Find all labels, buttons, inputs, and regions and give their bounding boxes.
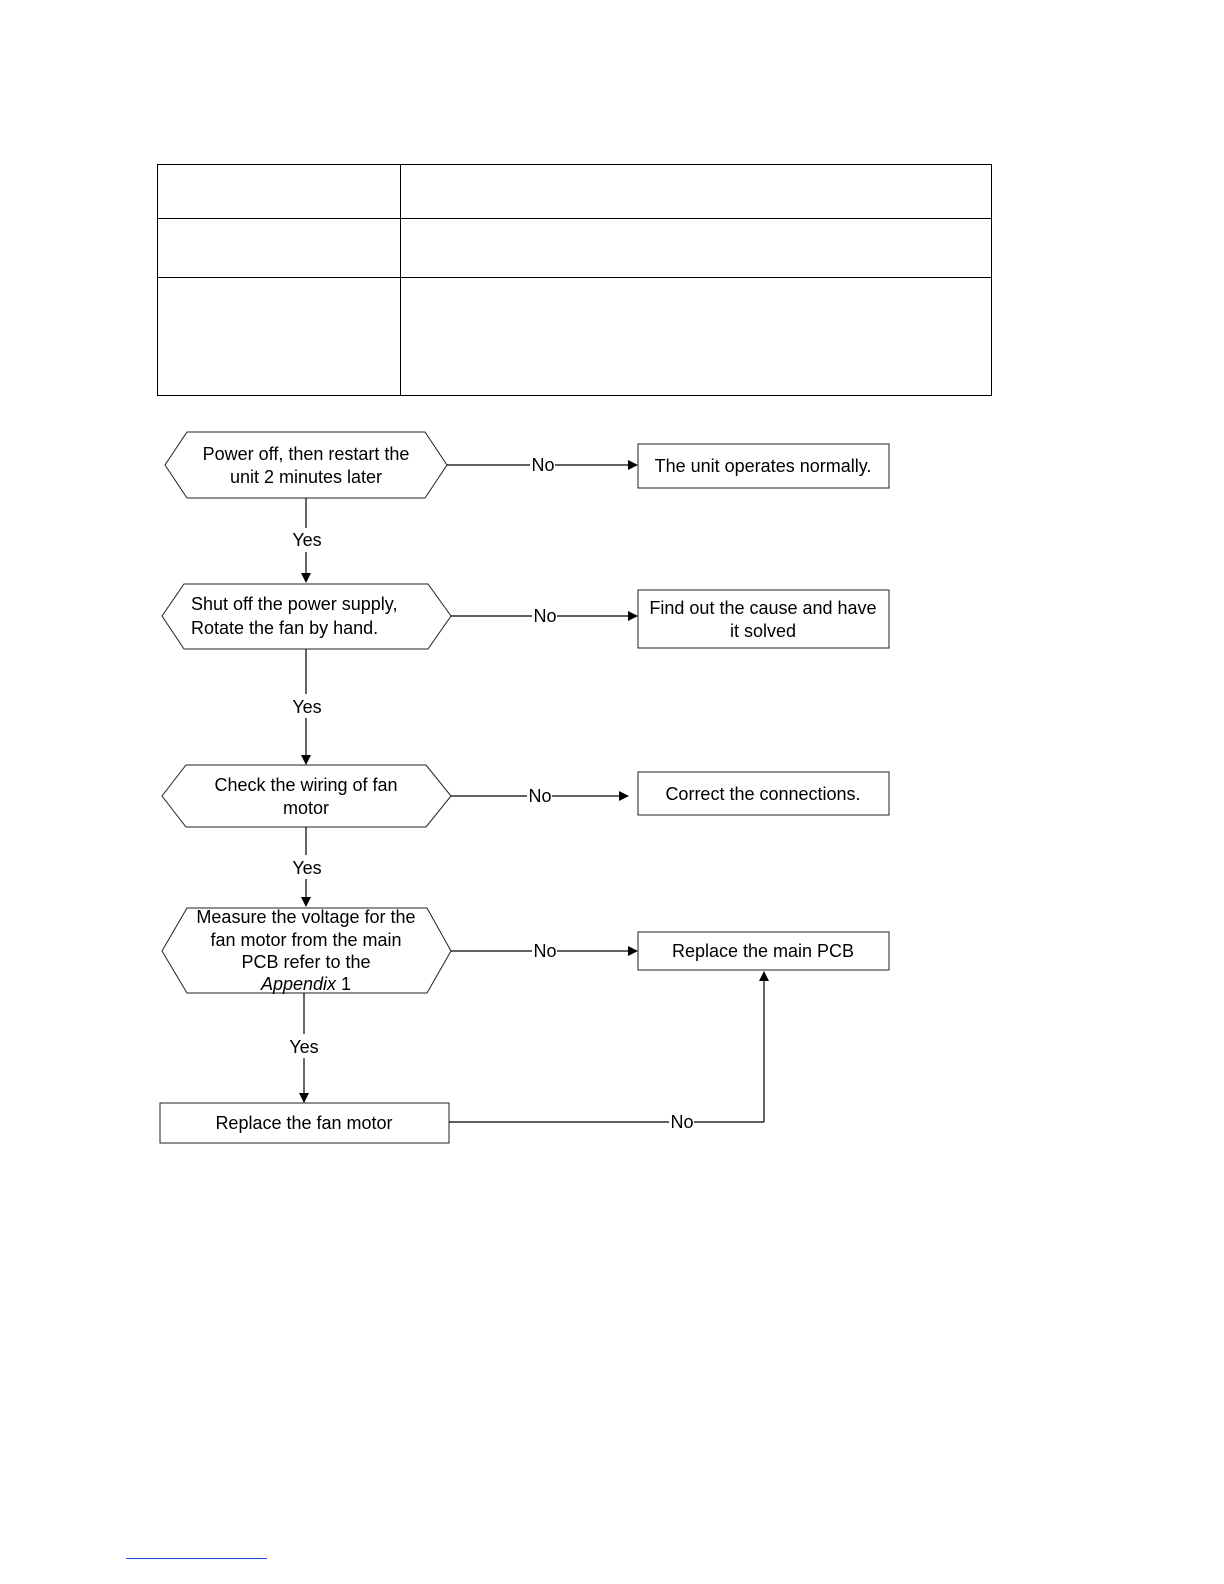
connector-no-3: No — [451, 786, 629, 806]
action-box — [159, 1102, 450, 1144]
table-row — [157, 277, 992, 396]
arrow-head — [628, 460, 638, 470]
outcome-box — [637, 771, 890, 816]
connector-no-4: No — [451, 941, 638, 961]
yes-label: Yes — [292, 858, 321, 878]
decision-measure-voltage: Measure the voltage for the fan motor fr… — [161, 907, 452, 994]
outcome-text-line: it solved — [730, 621, 796, 641]
no-label: No — [528, 786, 551, 806]
yes-label: Yes — [289, 1037, 318, 1057]
action-replace-fan-motor: Replace the fan motor — [159, 1102, 450, 1144]
outcome-box — [637, 931, 890, 971]
connector-no-5: No — [449, 971, 769, 1132]
decision-text-line: Measure the voltage for the — [196, 907, 415, 927]
table-cell — [157, 218, 401, 278]
arrow-head — [301, 573, 311, 583]
decision-shape — [161, 583, 452, 650]
decision-text-line: Rotate the fan by hand. — [191, 618, 378, 638]
yes-label: Yes — [292, 530, 321, 550]
decision-shape — [164, 431, 448, 499]
table-cell — [157, 164, 401, 219]
outcome-box — [637, 589, 890, 649]
outcome-replace-pcb: Replace the main PCB — [637, 931, 890, 971]
arrow-head — [619, 791, 629, 801]
connector-yes-1: Yes — [292, 498, 322, 583]
outcome-operates-normally: The unit operates normally. — [637, 443, 890, 489]
no-label: No — [533, 606, 556, 626]
connector-no-1: No — [447, 455, 638, 475]
decision-text-line: Check the wiring of fan — [214, 775, 397, 795]
decision-text-line: Power off, then restart the — [203, 444, 410, 464]
outcome-find-cause: Find out the cause and have it solved — [637, 589, 890, 649]
action-text: Replace the fan motor — [215, 1113, 392, 1133]
decision-rotate-fan: Shut off the power supply, Rotate the fa… — [161, 583, 452, 650]
connector-no-2: No — [451, 606, 638, 626]
decision-restart: Power off, then restart the unit 2 minut… — [164, 431, 448, 499]
no-label: No — [531, 455, 554, 475]
outcome-text-line: Find out the cause and have — [649, 598, 876, 618]
arrow-head — [301, 755, 311, 765]
decision-text-line: unit 2 minutes later — [230, 467, 382, 487]
decision-text-line: Shut off the power supply, — [191, 594, 397, 614]
arrow-head — [301, 897, 311, 907]
outcome-correct-connections: Correct the connections. — [637, 771, 890, 816]
no-label: No — [533, 941, 556, 961]
arrow-head — [759, 971, 769, 981]
yes-label: Yes — [292, 697, 321, 717]
decision-shape — [161, 764, 452, 828]
decision-text-line: motor — [283, 798, 329, 818]
decision-text-ref: Appendix 1 — [260, 974, 351, 994]
outcome-text: The unit operates normally. — [655, 456, 872, 476]
no-label: No — [670, 1112, 693, 1132]
connector-yes-4: Yes — [289, 993, 319, 1103]
appendix-ref-number: 1 — [336, 974, 351, 994]
decision-shape — [161, 907, 452, 994]
table-cell — [400, 277, 992, 396]
decision-text-line: PCB refer to the — [241, 952, 370, 972]
connector-yes-2: Yes — [292, 649, 322, 765]
footer-rule — [126, 1558, 267, 1559]
decision-check-wiring: Check the wiring of fan motor — [161, 764, 452, 828]
outcome-text: Correct the connections. — [665, 784, 860, 804]
connector-yes-3: Yes — [292, 827, 322, 907]
outcome-box — [637, 443, 890, 489]
arrow-head — [628, 946, 638, 956]
info-table — [157, 164, 992, 396]
decision-text-line: fan motor from the main — [210, 930, 401, 950]
arrow-head — [299, 1093, 309, 1103]
table-cell — [157, 277, 401, 396]
arrow-head — [628, 611, 638, 621]
outcome-text: Replace the main PCB — [672, 941, 854, 961]
appendix-ref-italic: Appendix — [260, 974, 337, 994]
